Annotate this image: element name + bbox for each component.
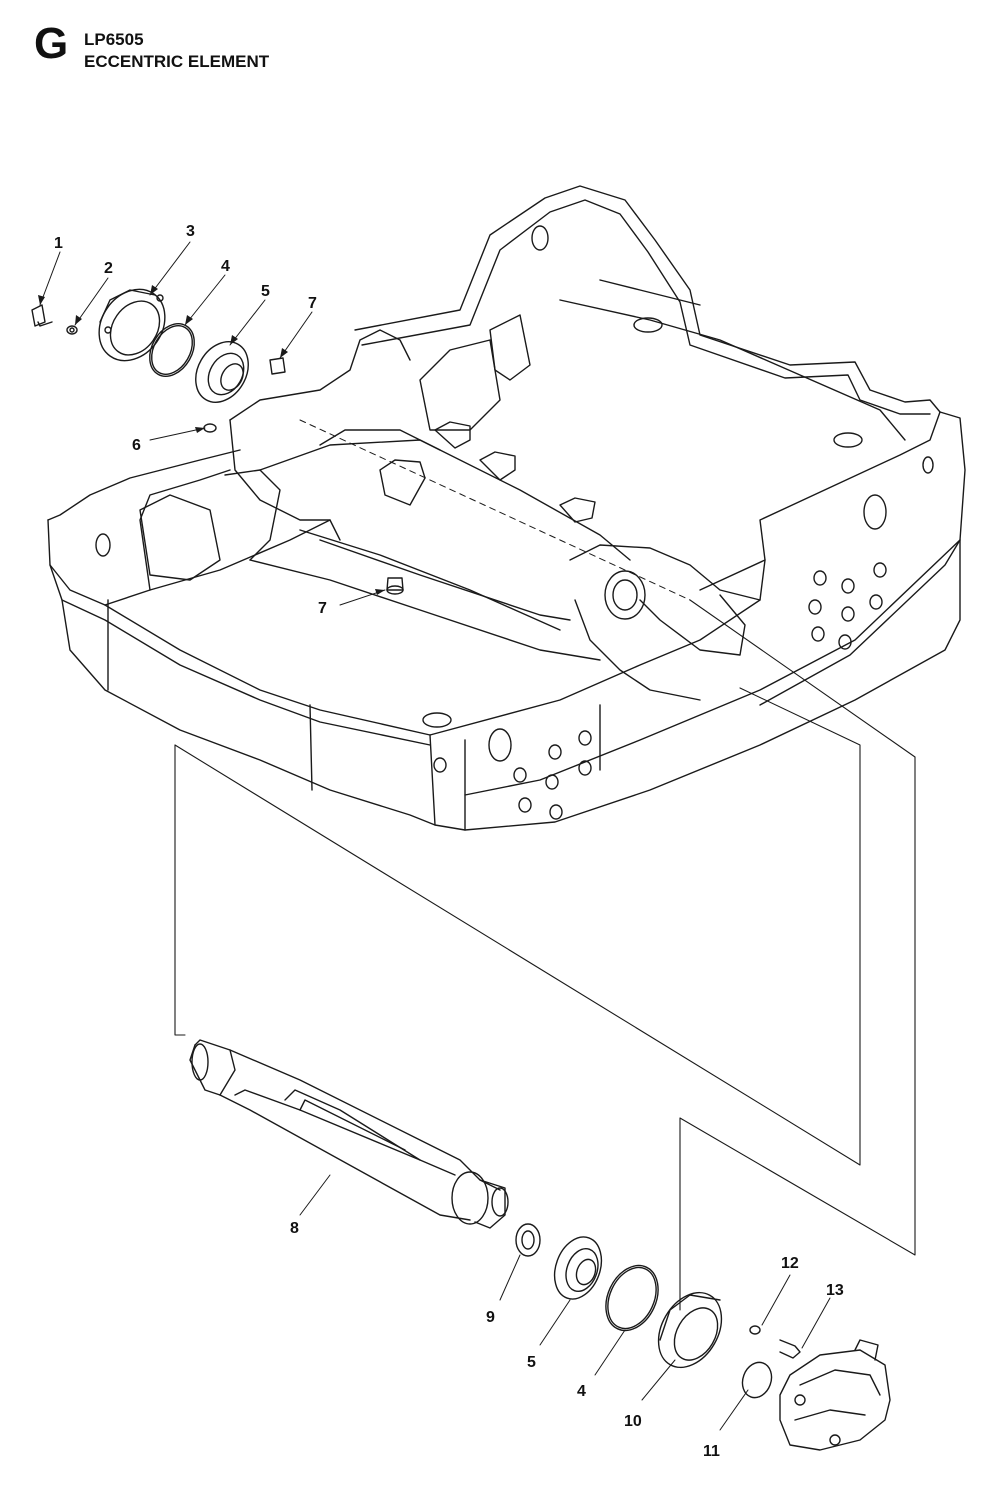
callout-6: 6 [132,437,141,454]
callout-7: 7 [318,600,327,617]
callout-5: 5 [527,1354,536,1371]
callout-11: 11 [703,1443,720,1460]
callout-leader-lines [39,241,831,1431]
callout-4: 4 [221,258,230,275]
section-letter: G [34,19,69,68]
callout-7: 7 [308,295,317,312]
eccentric-shaft [189,1039,509,1229]
callout-3: 3 [186,223,195,240]
callout-12: 12 [781,1255,799,1272]
exploded-view-guide-lines [174,599,916,1311]
callout-labels: 1 2 3 4 5 7 6 7 8 9 5 4 10 11 12 13 [54,223,844,1460]
right-bearing-parts [515,1223,891,1451]
left-bearing-parts [31,288,286,403]
callout-arrowheads [38,285,385,595]
callout-10: 10 [624,1413,642,1430]
machine-frame [47,185,966,831]
callout-2: 2 [104,260,113,277]
model-number: LP6505 [84,30,144,49]
callout-1: 1 [54,235,63,252]
callout-8: 8 [290,1220,299,1237]
callout-13: 13 [826,1282,844,1299]
callout-5: 5 [261,283,270,300]
callout-4: 4 [577,1383,586,1400]
diagram-title: ECCENTRIC ELEMENT [84,52,270,71]
callout-9: 9 [486,1309,495,1326]
